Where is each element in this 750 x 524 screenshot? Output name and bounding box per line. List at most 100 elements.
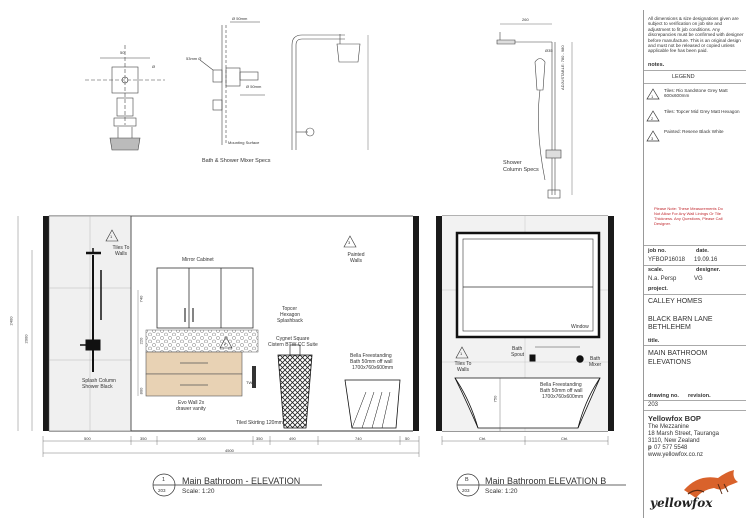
hexagon-splashback xyxy=(145,329,259,353)
mixer-front-view xyxy=(85,45,165,151)
bella-a-2: Bath 50mm off wall xyxy=(350,359,393,365)
legend-item-2: Tiles: Topcer Mid Grey Matt Hexagon xyxy=(664,109,740,114)
bath-spout-1: Bath xyxy=(512,346,523,352)
company-address-1: The Mezzanine xyxy=(648,424,690,430)
dim-b-ctr-1: Ctrl. xyxy=(479,436,487,441)
dim-vanity-3: 800 xyxy=(138,387,144,395)
company-phone-prefix: p xyxy=(648,445,652,451)
elev-a-circle-bottom: 203 xyxy=(158,488,166,493)
dim-a-1: 500 xyxy=(84,436,91,441)
yellowfox-logo-icon xyxy=(684,470,738,498)
bath-mixer-1: Bath xyxy=(590,356,601,362)
company-phone: 07 577 5548 xyxy=(654,445,688,451)
date: 19.09.16 xyxy=(694,257,718,263)
painted-walls: Painted Walls xyxy=(347,252,365,264)
tag-hex: 2 xyxy=(224,341,227,346)
project-name: CALLEY HOMES xyxy=(648,298,703,305)
tiles-to-walls-a: Tiles To Walls xyxy=(112,245,130,257)
scale-value: N.a. Persp xyxy=(648,276,677,282)
bella-b-1: Bella Freestanding xyxy=(540,382,582,388)
measurement-warning: Please Note: These Measurements Do Not A… xyxy=(654,206,723,226)
dim-a-6: 740 xyxy=(355,436,362,441)
dim-b-750: 750 xyxy=(492,395,498,403)
bath-b xyxy=(454,377,601,429)
bath-fittings xyxy=(529,346,584,363)
mixer-dim-3: 53mm Ø xyxy=(186,56,202,61)
legend-tag-3: 3 xyxy=(651,136,654,141)
vanity xyxy=(145,351,256,397)
splash-column-label-1: Splash Column xyxy=(82,378,116,384)
mirror-cabinet-label: Mirror Cabinet xyxy=(182,257,214,263)
dim-a-7: 50 xyxy=(405,436,410,441)
window-label: Window xyxy=(571,324,589,330)
toilet xyxy=(277,344,313,429)
legend-item-3: Painted: Resene Black White xyxy=(664,129,724,134)
legend-heading: LEGEND xyxy=(672,74,695,80)
mirror-cabinet xyxy=(156,267,254,329)
dim-a-height-1: 2400 xyxy=(8,316,14,326)
evo-label-1: Evo Wall 2x xyxy=(178,400,205,406)
dim-a-5: 490 xyxy=(289,436,296,441)
skirting-label: Tiled Skirting 120mm xyxy=(236,420,283,426)
legend-tags xyxy=(646,88,660,142)
bella-b-2: Bath 50mm off wall xyxy=(540,388,583,394)
elev-a-scale: Scale: 1:20 xyxy=(182,488,215,495)
cygnet-label-2: Cistern BTW CC Suite xyxy=(268,342,318,348)
dim-a-3: 1000 xyxy=(197,436,206,441)
mixer-dim-2: Ø xyxy=(152,64,156,69)
drawing-title-1: MAIN BATHROOM xyxy=(648,350,708,357)
scale-label: scale. xyxy=(648,267,664,273)
splash-column-label-2: Shower Black xyxy=(82,384,113,390)
evo-label-2: drawer vanity xyxy=(176,406,206,412)
bella-a-1: Bella Freestanding xyxy=(350,353,392,359)
shower-column-caption-2: Column Specs xyxy=(503,167,539,173)
shower-column-caption-1: Shower xyxy=(503,160,522,166)
dim-a-height-2: 2000 xyxy=(23,334,29,344)
mixer-specs-caption: Bath & Shower Mixer Specs xyxy=(202,158,271,164)
elev-a-circle-top: 1 xyxy=(162,477,166,483)
title-label: title. xyxy=(648,338,660,344)
project-label: project. xyxy=(648,286,668,292)
shower-dim-dia: Ø35 xyxy=(545,48,553,53)
topcer-label-1: Topcer xyxy=(282,306,298,312)
cygnet-label-1: Cygnet Square xyxy=(276,336,310,342)
company-website: www.yellowfox.co.nz xyxy=(648,452,704,458)
bath-a xyxy=(344,379,401,429)
yellowfox-logo-text: yellowfox xyxy=(650,496,713,510)
topcer-label-3: Splashback xyxy=(277,318,303,324)
elevation-b xyxy=(436,215,626,497)
elev-b-scale: Scale: 1:20 xyxy=(485,488,518,495)
shower-column-view xyxy=(496,23,573,199)
mixer-dim-6: Ø 50mm xyxy=(246,84,262,89)
twh-label: TWH xyxy=(246,380,256,385)
company-name: Yellowfox BOP xyxy=(648,414,701,423)
dim-a-total: 4500 xyxy=(225,448,234,453)
legend-item-1: Tiles: Rio Sandstone Grey Matt 600x600mm xyxy=(664,88,728,99)
elev-b-title: Main Bathroom ELEVATION B xyxy=(485,476,607,486)
bath-spout-2: Spout xyxy=(511,352,525,358)
job-no: YFBOP16018 xyxy=(648,257,686,263)
designer-label: designer. xyxy=(696,267,721,273)
dim-b-ctr-2: Ctrl. xyxy=(561,436,569,441)
drawing-title-2: ELEVATIONS xyxy=(648,359,691,366)
designer-value: VG xyxy=(694,276,703,282)
shower-arm-view xyxy=(291,34,369,150)
bella-b-3: 1700x760x600mm xyxy=(542,394,584,400)
company-address-2: 18 Marsh Street, Tauranga xyxy=(648,431,719,437)
mixer-side-view xyxy=(199,21,265,145)
shower-dim-height: ADJUSTABLE: 780 - 980 xyxy=(560,45,565,90)
dim-a-2: 350 xyxy=(140,436,147,441)
job-no-label: job no. xyxy=(648,248,667,254)
legend-tag-1: 1 xyxy=(651,94,654,99)
project-address-2: BETHLEHEM xyxy=(648,324,691,331)
elev-a-title: Main Bathroom - ELEVATION xyxy=(182,476,301,486)
mixer-dim-1: 50 xyxy=(120,50,125,55)
bella-a-3: 1700x760x600mm xyxy=(352,365,394,371)
elev-b-circle-bottom: 203 xyxy=(462,488,470,493)
tag-tiles-b: 1 xyxy=(460,351,463,356)
title-block: All dimensions & size designations given… xyxy=(643,10,746,518)
topcer-label-2: Hexagon xyxy=(280,312,301,318)
elevation-a-dimensions xyxy=(17,216,420,457)
shower-dim-width: 260 xyxy=(522,17,529,22)
